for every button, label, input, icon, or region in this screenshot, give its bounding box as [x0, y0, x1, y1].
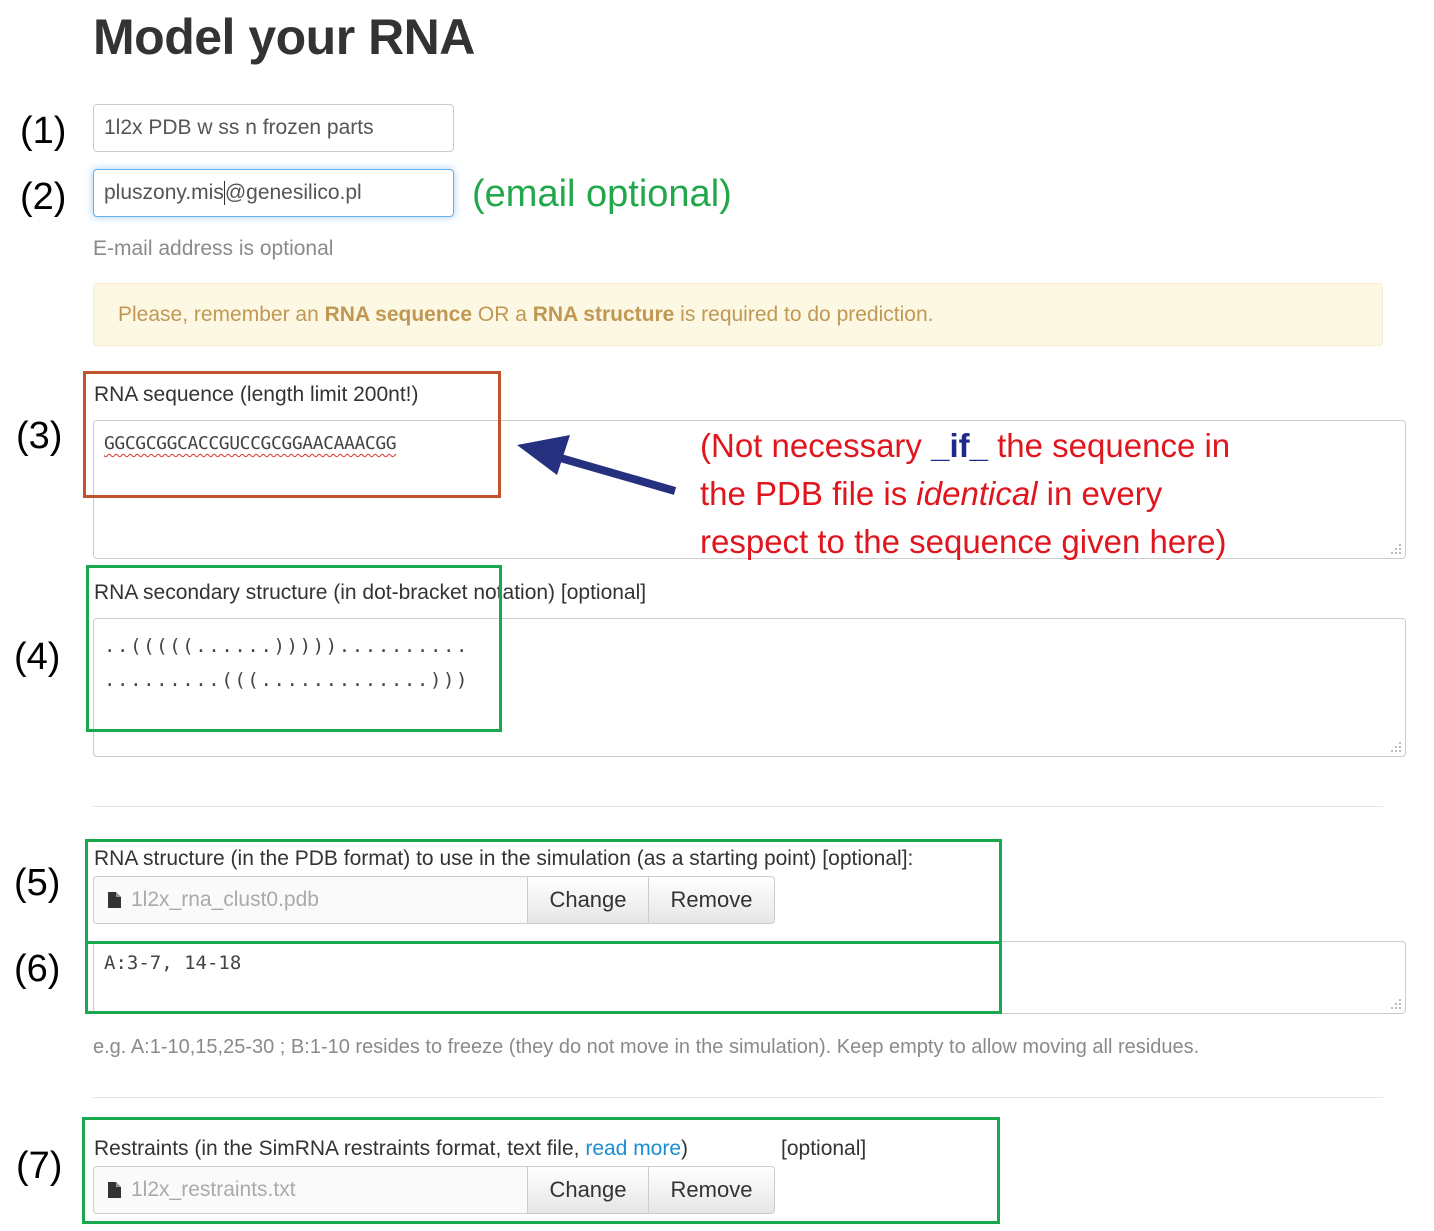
pdb-file-input-group: 1l2x_rna_clust0.pdb Change Remove	[93, 876, 775, 924]
job-name-value: 1l2x PDB w ss n frozen parts	[104, 116, 374, 139]
resize-handle-icon[interactable]	[1390, 543, 1402, 555]
pdb-remove-button[interactable]: Remove	[649, 876, 775, 924]
text-caret	[223, 181, 225, 205]
annotation-if: _if_	[931, 427, 988, 464]
frozen-residues-value: A:3-7, 14-18	[104, 952, 242, 974]
alert-bold-sequence: RNA sequence	[324, 302, 473, 326]
restraints-label-text: Restraints (in the SimRNA restraints for…	[94, 1137, 586, 1160]
email-annotation: (email optional)	[472, 173, 732, 215]
annotation-text: the PDB file is	[700, 475, 917, 512]
email-value-after-caret: @genesilico.pl	[224, 181, 362, 204]
email-help-text: E-mail address is optional	[93, 237, 334, 260]
read-more-link[interactable]: read more	[585, 1137, 682, 1160]
pdb-structure-label: RNA structure (in the PDB format) to use…	[94, 847, 914, 870]
restraints-remove-button[interactable]: Remove	[649, 1166, 775, 1214]
pdb-file-display: 1l2x_rna_clust0.pdb	[93, 876, 527, 924]
frozen-residues-textarea[interactable]: A:3-7, 14-18	[93, 941, 1406, 1014]
marker-1: (1)	[20, 110, 67, 152]
annotation-text: in every	[1037, 475, 1163, 512]
restraints-label-text: )	[681, 1137, 689, 1160]
sequence-label: RNA sequence (length limit 200nt!)	[94, 383, 419, 406]
divider	[93, 806, 1383, 807]
annotation-line-1: (Not necessary _if_ the sequence in	[700, 422, 1300, 470]
sequence-value: GGCGCGGCACCGUCCGCGGAACAAACGG	[104, 433, 397, 454]
restraints-filename: 1l2x_restraints.txt	[131, 1178, 296, 1201]
annotation-italic: identical	[916, 475, 1038, 512]
resize-handle-icon[interactable]	[1390, 741, 1402, 753]
marker-7: (7)	[16, 1145, 63, 1187]
file-icon	[108, 892, 121, 908]
pdb-change-button[interactable]: Change	[527, 876, 649, 924]
annotation-line-3: respect to the sequence given here)	[700, 523, 1227, 560]
restraints-optional: [optional]	[781, 1137, 867, 1160]
secondary-structure-highlight-box	[86, 565, 502, 732]
annotation-line-2: the PDB file is identical in every	[700, 470, 1300, 518]
annotation-text: the sequence in	[987, 427, 1231, 464]
secondary-structure-label: RNA secondary structure (in dot-bracket …	[94, 581, 647, 604]
annotation-text: (Not necessary	[700, 427, 932, 464]
frozen-residues-help: e.g. A:1-10,15,25-30 ; B:1-10 resides to…	[93, 1036, 1200, 1058]
job-name-input[interactable]: 1l2x PDB w ss n frozen parts	[93, 104, 454, 152]
restraints-highlight-box	[82, 1117, 1000, 1224]
email-value-before-caret: pluszony.mis	[104, 181, 224, 204]
requirement-alert: Please, remember an RNA sequence OR a RN…	[93, 283, 1383, 346]
secondary-structure-line-2: .........(((.............)))	[104, 669, 470, 691]
divider	[93, 1097, 1383, 1098]
resize-handle-icon[interactable]	[1390, 998, 1402, 1010]
marker-4: (4)	[14, 636, 61, 678]
arrow-icon	[517, 435, 677, 495]
pdb-structure-highlight-box	[85, 839, 1002, 944]
marker-5: (5)	[14, 862, 61, 904]
frozen-residues-highlight-box	[85, 941, 1002, 1014]
secondary-structure-line-1: ..(((((......)))))..........	[104, 635, 470, 657]
alert-text-3: is required to do prediction.	[674, 302, 934, 326]
sequence-highlight-box	[83, 371, 501, 498]
sequence-textarea[interactable]: GGCGCGGCACCGUCCGCGGAACAAACGG	[93, 420, 1406, 559]
file-icon	[108, 1182, 121, 1198]
sequence-annotation: (Not necessary _if_ the sequence in the …	[700, 422, 1300, 566]
secondary-structure-textarea[interactable]: ..(((((......))))).......... .........((…	[93, 618, 1406, 757]
alert-text-1: Please, remember an	[118, 302, 325, 326]
marker-6: (6)	[14, 948, 61, 990]
page-title: Model your RNA	[93, 9, 475, 65]
marker-2: (2)	[20, 176, 67, 218]
restraints-file-input-group: 1l2x_restraints.txt Change Remove	[93, 1166, 775, 1214]
marker-3: (3)	[16, 415, 63, 457]
restraints-label: Restraints (in the SimRNA restraints for…	[94, 1137, 688, 1161]
alert-text-2: OR a	[472, 302, 533, 326]
pdb-filename: 1l2x_rna_clust0.pdb	[131, 888, 319, 911]
alert-bold-structure: RNA structure	[532, 302, 675, 326]
restraints-change-button[interactable]: Change	[527, 1166, 649, 1214]
restraints-file-display: 1l2x_restraints.txt	[93, 1166, 527, 1214]
email-field[interactable]: pluszony.mis@genesilico.pl	[93, 169, 454, 217]
